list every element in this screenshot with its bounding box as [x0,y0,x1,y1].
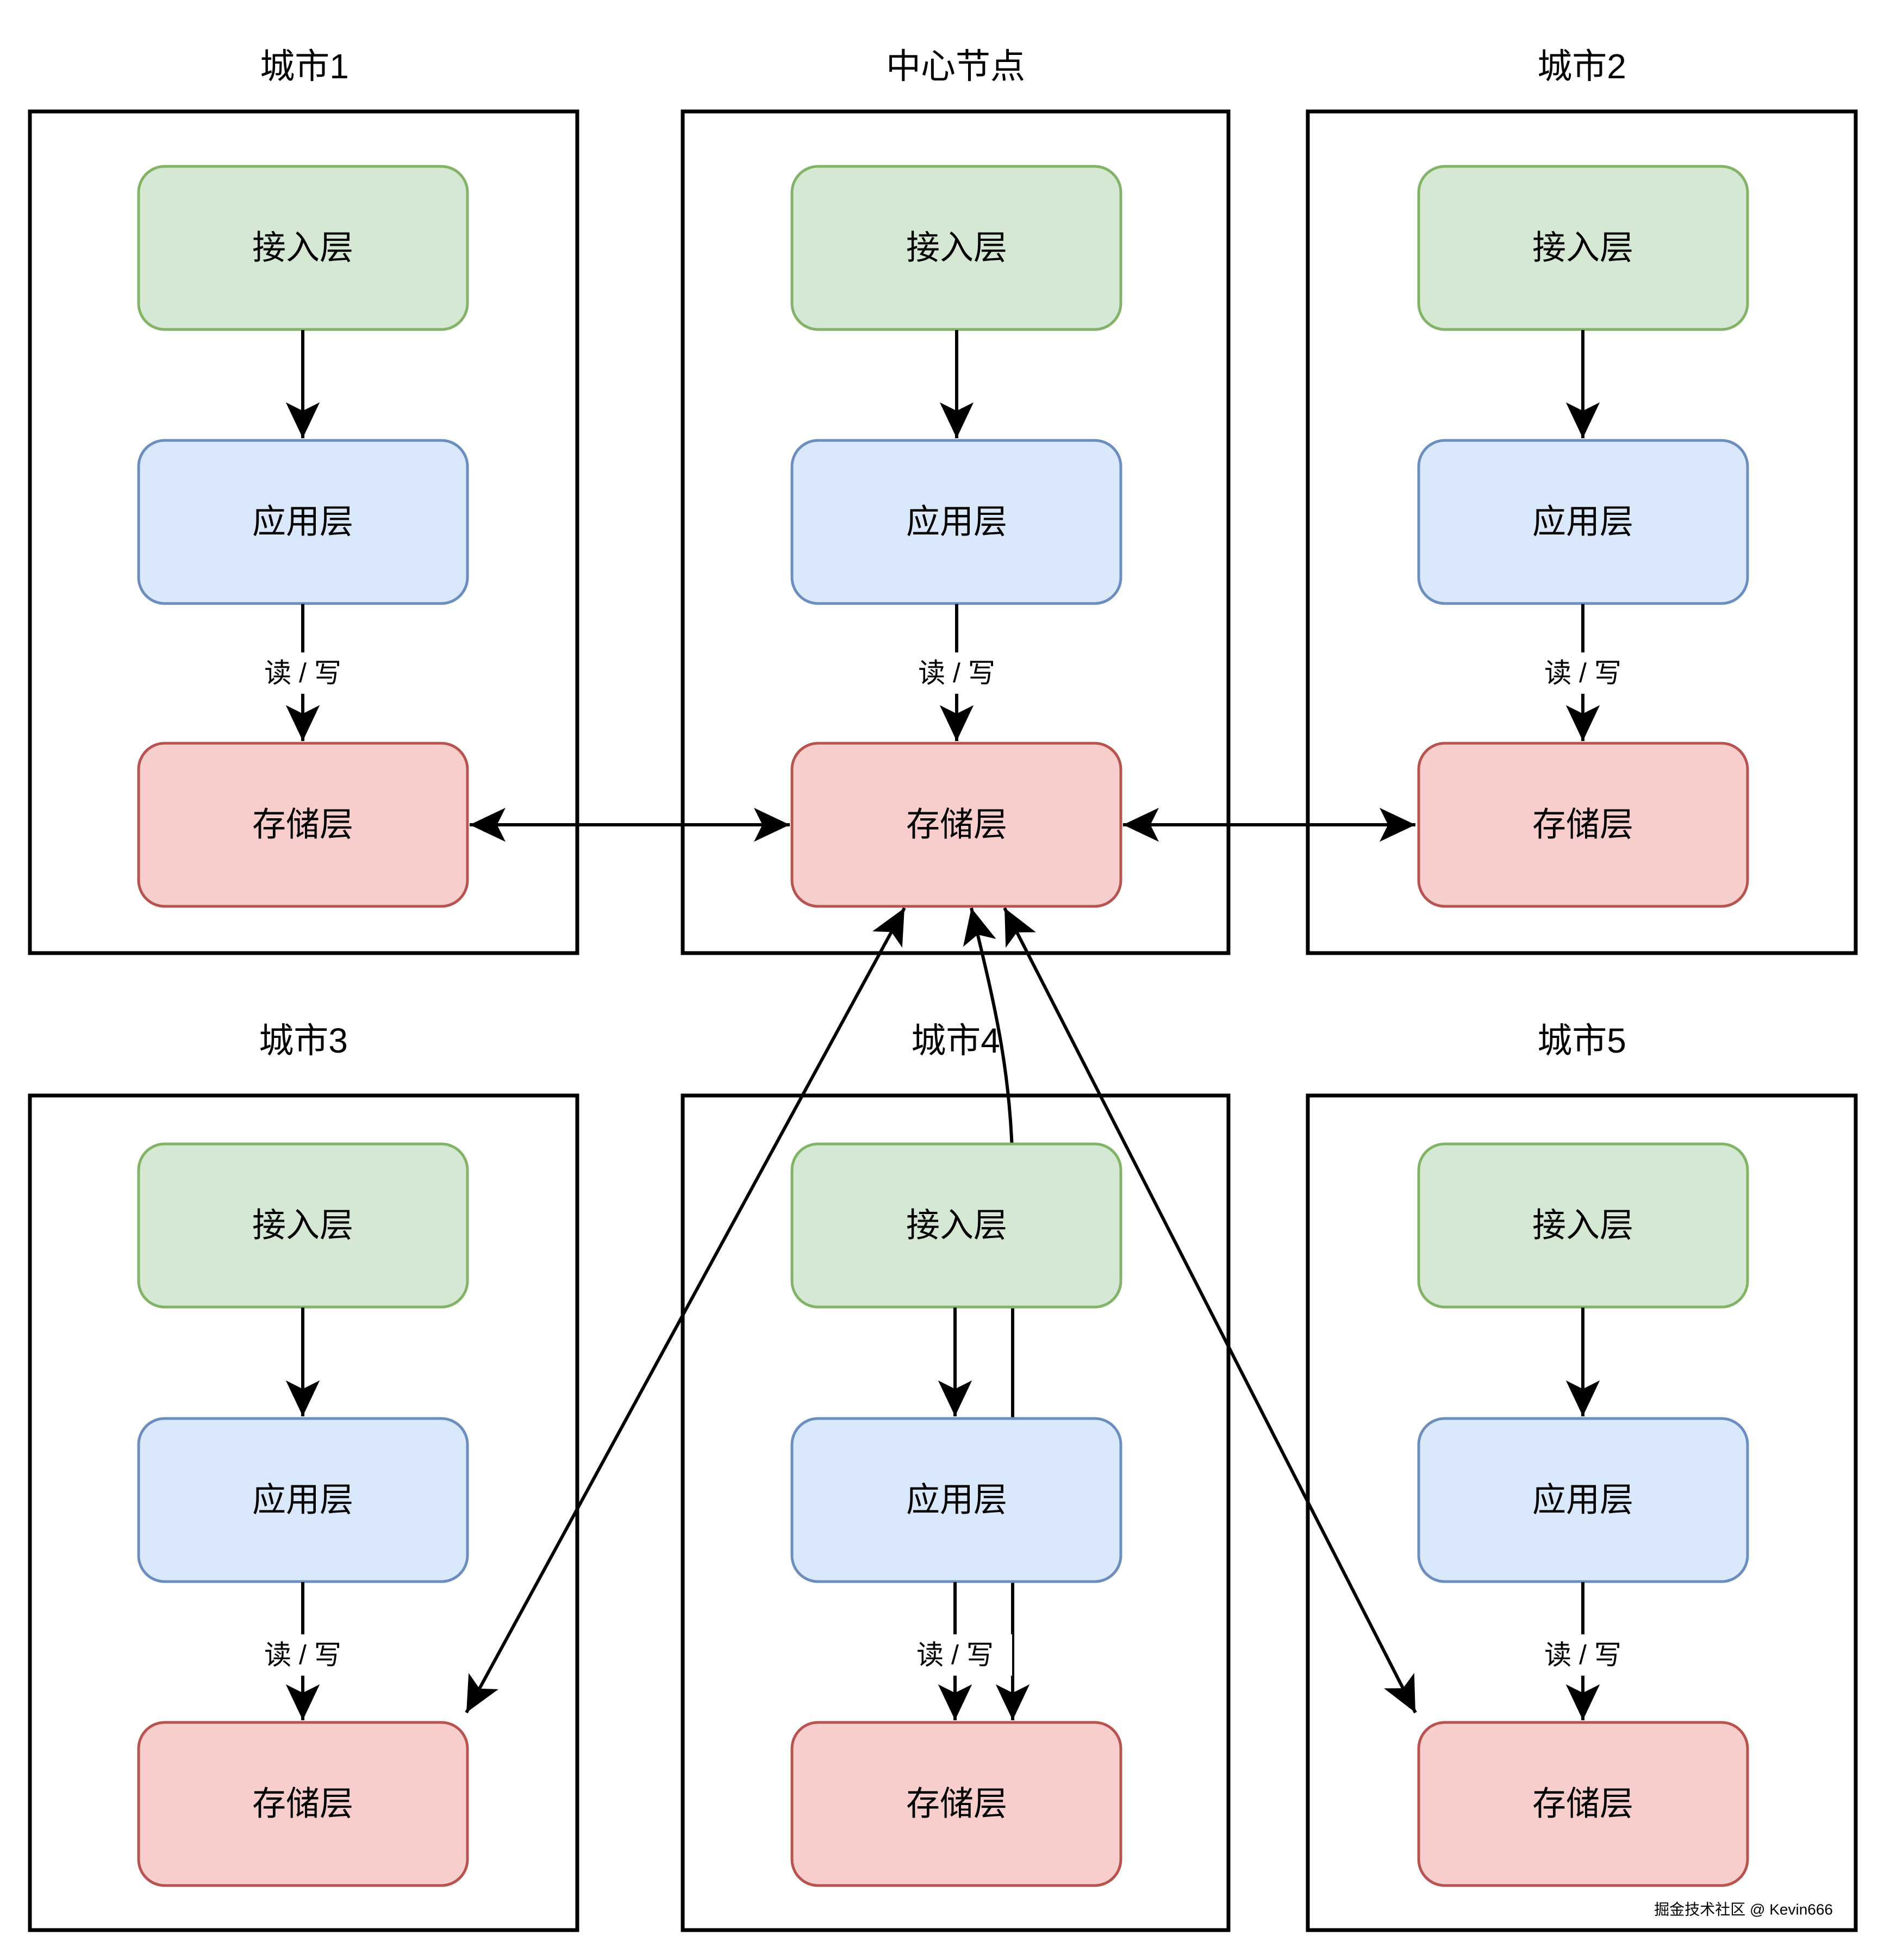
panel-title-center: 中心节点 [886,47,1025,86]
rw-label-city2: 读 / 写 [1544,658,1621,688]
access-layer-box-city3 [137,1142,469,1309]
panel-title-city4: 城市4 [911,1021,1000,1060]
storage-layer-box-city3 [137,1721,469,1887]
rw-label-bg-city4 [898,1634,1012,1676]
panel-content-city4: 接入层 应用层 读 / 写 存储层 [790,1142,1122,1887]
app-layer-box-city3 [137,1417,469,1583]
rw-label-bg-city1 [246,652,360,694]
storage-layer-box-city5 [1417,1721,1749,1887]
app-layer-label-city4: 应用层 [906,1482,1007,1519]
rw-label-city1: 读 / 写 [264,658,341,688]
access-layer-box-city2 [1417,165,1749,331]
panel-title-city2: 城市2 [1537,47,1626,86]
app-layer-box-city5 [1417,1417,1749,1583]
rw-label-bg-city2 [1526,652,1640,694]
app-layer-label-city3: 应用层 [252,1482,353,1519]
rw-label-city5: 读 / 写 [1544,1640,1621,1670]
app-layer-label-city1: 应用层 [252,503,353,541]
watermark: 掘金技术社区 @ Kevin666 [1654,1901,1833,1918]
app-layer-box-city4 [790,1417,1122,1583]
storage-layer-box-center [790,742,1122,908]
app-layer-box-city2 [1417,439,1749,605]
access-layer-label-city3: 接入层 [252,1207,353,1245]
rw-label-bg-center [900,652,1014,694]
rw-label-center: 读 / 写 [918,658,995,688]
storage-layer-label-city1: 存储层 [252,806,353,844]
storage-layer-box-city2 [1417,742,1749,908]
rw-label-bg-city5 [1526,1634,1640,1676]
storage-layer-label-city3: 存储层 [252,1785,353,1823]
sync-arrow-center-city5 [1003,907,1417,1714]
panel-title-city5: 城市5 [1537,1021,1626,1060]
panel-content-city2: 接入层 应用层 读 / 写 存储层 [1417,165,1749,908]
rw-label-city3: 读 / 写 [264,1640,341,1670]
access-layer-label-city5: 接入层 [1532,1207,1633,1245]
app-layer-box-center [790,439,1122,605]
access-layer-box-city1 [137,165,469,331]
panel-content-city5: 接入层 应用层 读 / 写 存储层 [1417,1142,1749,1887]
sync-arrow-center-city3 [465,907,906,1714]
storage-layer-label-city2: 存储层 [1532,806,1633,844]
storage-layer-box-city4 [790,1721,1122,1887]
storage-layer-label-city5: 存储层 [1532,1785,1633,1823]
storage-layer-label-center: 存储层 [906,806,1007,844]
access-layer-label-city4: 接入层 [906,1207,1007,1245]
panel-content-city1: 接入层 应用层 读 / 写 存储层 [137,165,469,908]
storage-layer-label-city4: 存储层 [906,1785,1007,1823]
panel-title-city3: 城市3 [259,1021,348,1060]
app-layer-label-center: 应用层 [906,503,1007,541]
panel-title-city1: 城市1 [260,47,349,86]
rw-label-city4: 读 / 写 [916,1640,994,1670]
app-layer-box-city1 [137,439,469,605]
access-layer-label-center: 接入层 [906,229,1007,267]
panel-content-center: 接入层 应用层 读 / 写 存储层 [790,165,1122,908]
access-layer-box-center [790,165,1122,331]
app-layer-label-city5: 应用层 [1532,1482,1633,1519]
storage-layer-box-city1 [137,742,469,908]
app-layer-label-city2: 应用层 [1532,503,1633,541]
access-layer-label-city2: 接入层 [1532,229,1633,267]
rw-label-bg-city3 [246,1634,360,1676]
access-layer-label-city1: 接入层 [252,229,353,267]
storage-sync-edges [465,807,1417,1720]
access-layer-box-city4 [790,1142,1122,1309]
panel-content-city3: 接入层 应用层 读 / 写 存储层 [137,1142,469,1887]
access-layer-box-city5 [1417,1142,1749,1309]
